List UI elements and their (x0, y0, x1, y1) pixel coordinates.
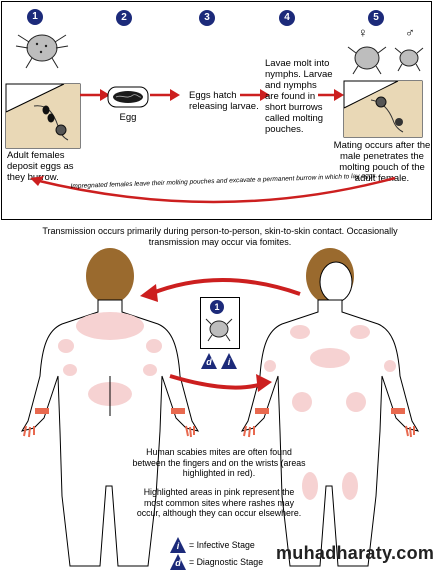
egg-label: Egg (119, 112, 137, 123)
transmission-text: Transmission occurs primarily during per… (42, 226, 398, 247)
arrow-step1-to-2 (80, 89, 110, 101)
step-5-text: Mating occurs after the male penetrates … (333, 140, 431, 184)
step-5-mites (347, 46, 424, 75)
step-5-number: 5 (368, 10, 384, 26)
step-4-number: 4 (279, 10, 295, 26)
center-stage-number: 1 (210, 300, 224, 314)
adult-mite-icon (15, 34, 69, 69)
center-mite-icon (205, 318, 233, 342)
female-mite-icon (347, 46, 387, 75)
step-4-text: Lavae molt into nymphs. Larvae and nymph… (265, 58, 333, 135)
arrow-step2-to-3 (150, 89, 180, 101)
step-2-number: 2 (116, 10, 132, 26)
step-3-number: 3 (199, 10, 215, 26)
arrow-step3-to-4 (240, 89, 270, 101)
legend-diagnostic-icon: d (170, 554, 186, 570)
egg-icon (107, 86, 149, 108)
step-5-burrow-illustration (343, 80, 423, 138)
step-1-number: 1 (27, 9, 43, 25)
transmission-arrows (140, 278, 301, 392)
human-figures (20, 248, 420, 567)
finger-wrist-text: Human scabies mites are often found betw… (132, 447, 306, 478)
male-symbol: ♂ (405, 25, 415, 40)
step-3-text: Eggs hatch releasing larvae. (189, 90, 259, 112)
female-symbol: ♀ (358, 25, 368, 40)
infective-badge-letter: i (227, 357, 231, 367)
watermark: muhadharaty.com (276, 543, 435, 563)
legend-infective-icon: i (170, 537, 186, 553)
step-1-text: Adult females deposit eggs as they burro… (7, 150, 74, 183)
diagnostic-badge-letter: d (206, 357, 212, 367)
legend-diagnostic-label: = Diagnostic Stage (189, 557, 264, 567)
legend-infective-label: = Infective Stage (189, 540, 255, 550)
lifecycle-panel (1, 1, 432, 220)
diagnostic-badge: d (201, 353, 217, 369)
arrow-step4-to-5 (318, 89, 344, 101)
male-mite-icon (394, 47, 424, 72)
pink-areas-text: Highlighted areas in pink represent the … (136, 487, 302, 518)
back-view-figure (20, 248, 200, 567)
front-view-figure (240, 248, 420, 567)
step-1-illustration (5, 34, 81, 149)
return-arrow (30, 176, 396, 204)
infective-badge: i (221, 353, 237, 369)
